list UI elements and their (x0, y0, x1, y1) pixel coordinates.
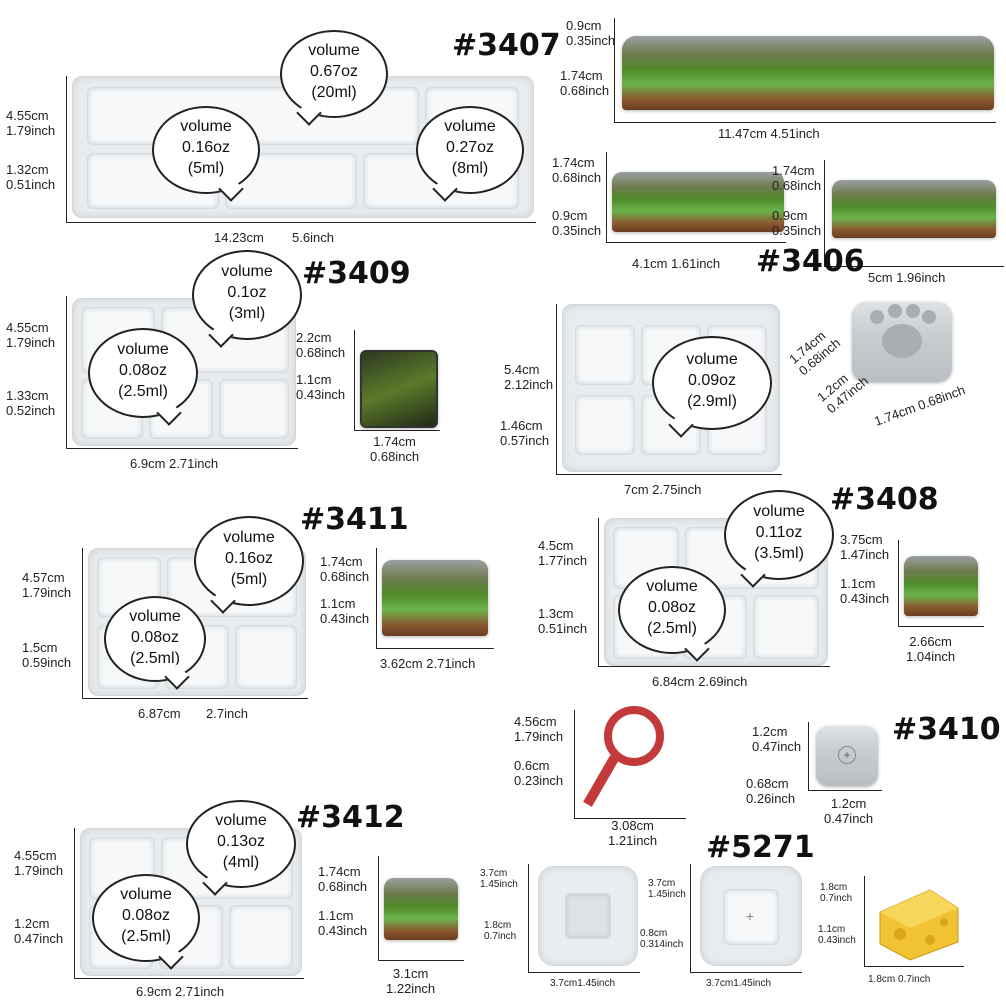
mold-image: + (700, 866, 802, 966)
spacebar-keycap-image (622, 36, 994, 110)
product-code: #3407 (452, 28, 561, 63)
product-code: #3411 (300, 502, 409, 537)
paw-keycap-image (852, 302, 952, 382)
keycap-image (832, 180, 996, 238)
keycap-mold-image: + (816, 726, 878, 786)
keycap-width: 1.74cm 0.68inch (872, 382, 968, 429)
mold-width: 7cm 2.75inch (624, 482, 702, 497)
keycap-width: 3.62cm 2.71inch (380, 656, 476, 671)
mold-width: 3.7cm1.45inch (706, 978, 772, 989)
mold-width: 6.9cm 2.71inch (130, 456, 219, 471)
mold-width: 6.84cm 2.69inch (652, 674, 748, 689)
mold-width-inch: 2.7inch (206, 706, 248, 721)
keycap-width: 4.1cm 1.61inch (632, 256, 721, 271)
keycap-width: 11.47cm 4.51inch (718, 126, 820, 141)
mold-width-inch: 5.6inch (292, 230, 334, 245)
mold-width: 6.9cm 2.71inch (136, 984, 225, 999)
product-code: #3406 (756, 244, 865, 279)
keycap-width: 1.8cm 0.7inch (868, 974, 931, 985)
mold-width: 14.23cm (214, 230, 264, 245)
mold-width: 6.87cm (138, 706, 181, 721)
keycap-width: 5cm 1.96inch (868, 270, 946, 285)
keycap-image (904, 556, 978, 616)
keycap-image (612, 172, 784, 232)
mold-image (538, 866, 638, 966)
product-code: #3412 (296, 800, 405, 835)
product-code: #5271 (706, 830, 815, 865)
keycap-image (360, 350, 438, 428)
product-code: #3410 (892, 712, 1001, 747)
keycap-puller-image (583, 706, 664, 807)
mold-width: 3.7cm1.45inch (550, 978, 616, 989)
keycap-image (382, 560, 488, 636)
product-code: #3409 (302, 256, 411, 291)
keycap-image (384, 878, 458, 940)
cheese-keycap-image (879, 889, 959, 961)
product-code: #3408 (830, 482, 939, 517)
